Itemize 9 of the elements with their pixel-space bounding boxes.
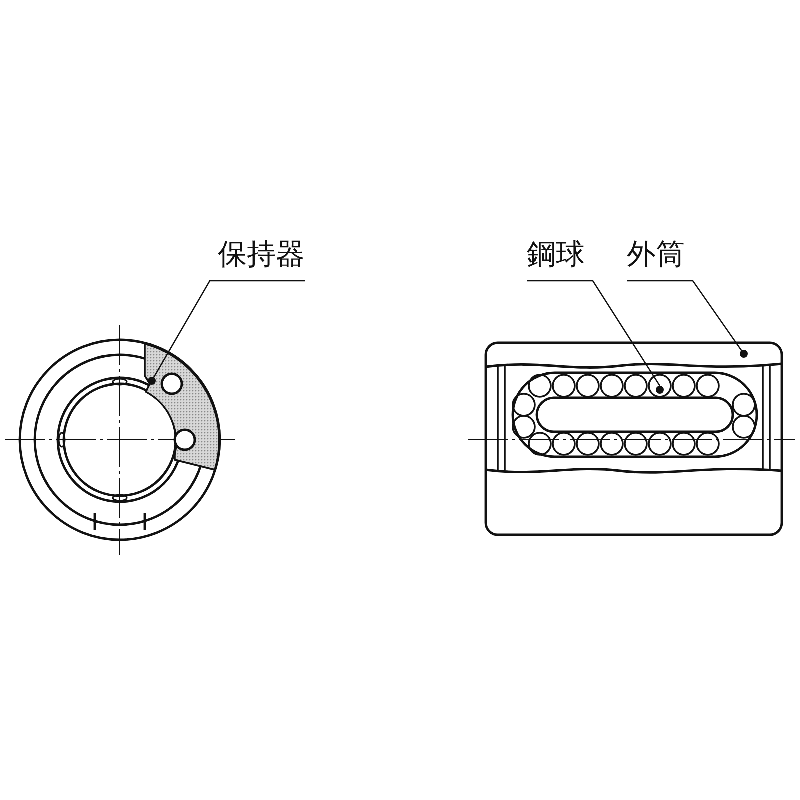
leader-line <box>527 280 664 394</box>
steel-ball <box>648 374 672 398</box>
part-label: 保持器 <box>218 237 305 271</box>
leader-line <box>148 280 305 385</box>
outer-sleeve <box>484 342 784 536</box>
part-label: 鋼球 <box>527 237 585 271</box>
cage-part <box>144 343 220 471</box>
part-label: 外筒 <box>627 237 685 271</box>
leader-line <box>627 280 748 358</box>
